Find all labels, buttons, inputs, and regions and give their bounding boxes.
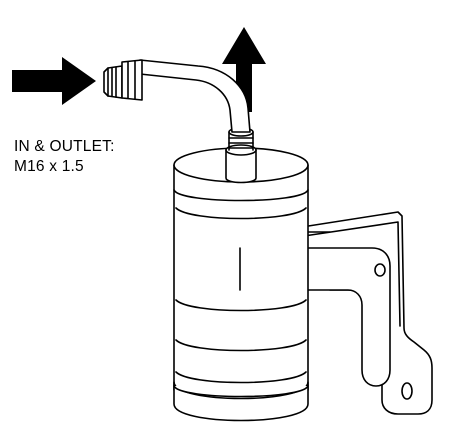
- inlet-fitting: [103, 59, 143, 101]
- drier-cylinder: [173, 147, 309, 422]
- mounting-hole-lower: [401, 382, 413, 400]
- spec-label-line-2: M16 x 1.5: [14, 158, 84, 175]
- inlet-arrow-icon: [12, 57, 96, 105]
- connection-spec-label: IN & OUTLET: M16 x 1.5: [14, 137, 115, 177]
- mounting-hole-upper: [374, 263, 386, 277]
- inlet-pipe: [139, 59, 251, 133]
- outlet-fitting: [225, 127, 257, 184]
- outlet-arrow-icon: [222, 27, 266, 112]
- spec-label-line-1: IN & OUTLET:: [14, 138, 115, 155]
